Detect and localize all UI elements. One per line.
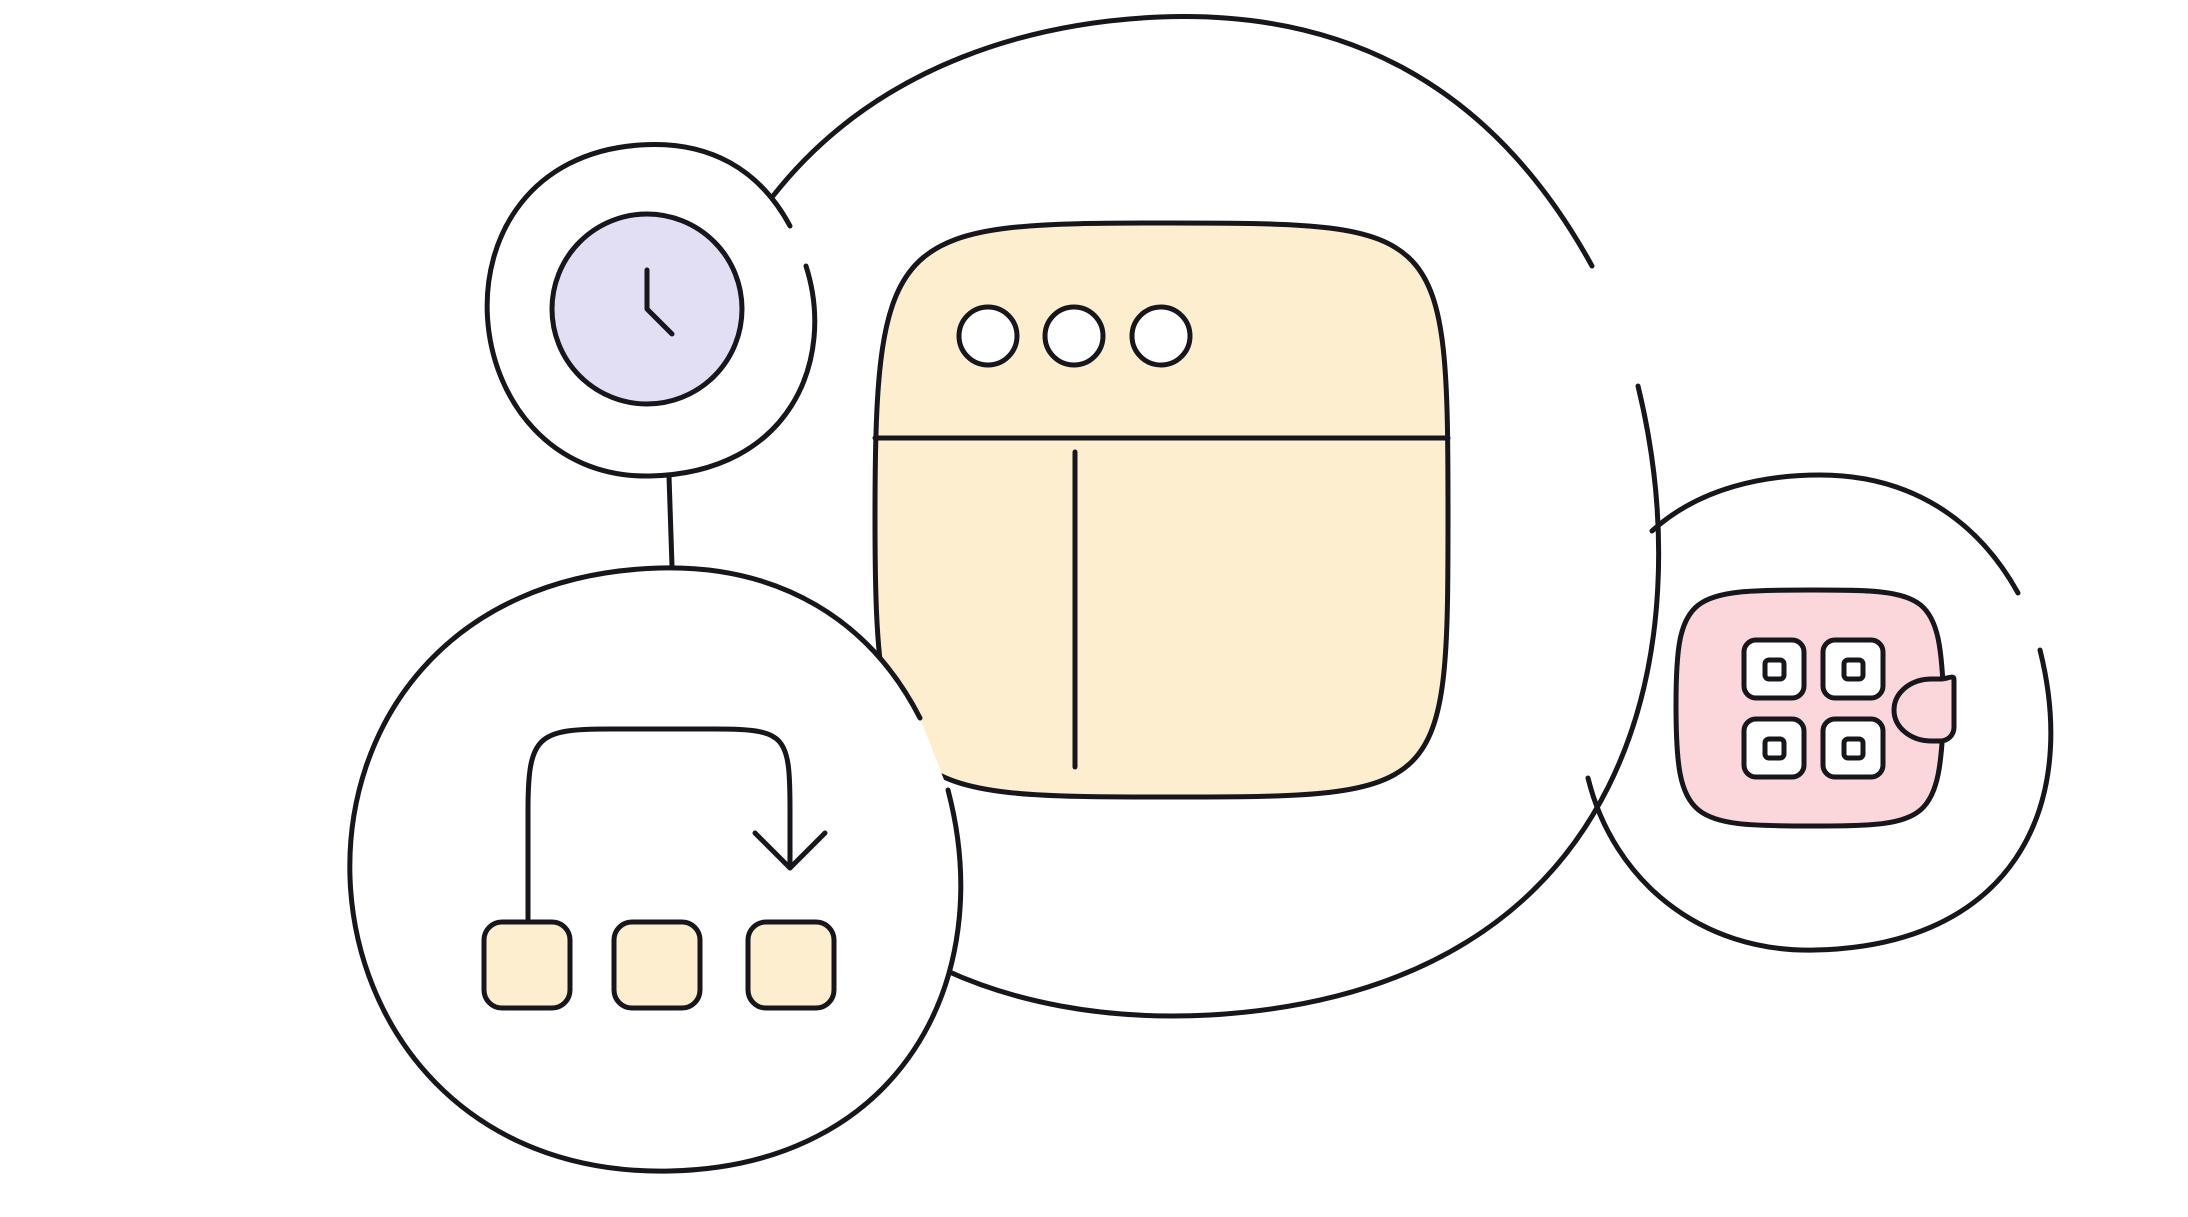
clock-bubble [484, 141, 818, 569]
apps-bubble-outline-lower [1585, 647, 2054, 953]
app-tile-2-inner [1841, 657, 1866, 682]
workflow-node-1 [481, 919, 573, 1011]
window-dot-3 [1129, 304, 1193, 368]
app-tile-1-inner [1762, 657, 1787, 682]
workflow-bubble [347, 565, 964, 1174]
app-tile-3-inner [1762, 736, 1787, 761]
plugin-connector-icon [1891, 674, 1957, 744]
large-blob-outline-lower [942, 383, 1662, 1019]
clock-connector-line [666, 473, 675, 569]
workflow-tree-icon [481, 726, 837, 1011]
apps-bubble [1585, 472, 2054, 953]
workflow-bubble-fill [347, 565, 964, 1174]
workflow-arrow-head [752, 830, 828, 871]
app-tile-4-inner [1841, 736, 1866, 761]
workflow-node-2 [611, 919, 703, 1011]
clock-hands [644, 267, 675, 337]
clock-icon [549, 211, 745, 407]
browser-window-frame [872, 220, 1451, 800]
apps-bubble-outline-top [1649, 472, 2021, 596]
app-grid-icon [1673, 587, 1947, 829]
workflow-arrow-path [525, 726, 793, 925]
window-dot-2 [1042, 304, 1106, 368]
browser-window-icon [872, 220, 1451, 800]
workflow-node-3 [745, 919, 837, 1011]
large-blob-outline [770, 14, 1595, 269]
window-dot-1 [956, 304, 1020, 368]
